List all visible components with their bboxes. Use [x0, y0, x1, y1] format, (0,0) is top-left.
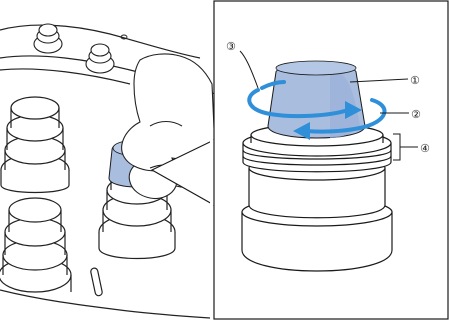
callout-4: ④ — [420, 142, 430, 155]
spool-post-zoomed — [242, 124, 392, 271]
callout-2: ② — [411, 108, 421, 121]
spool-cap — [268, 61, 365, 138]
spool-post-left — [1, 97, 69, 193]
callout-1: ① — [410, 74, 420, 87]
spool-post-left-lower — [0, 198, 71, 292]
callout-3: ③ — [226, 40, 236, 53]
